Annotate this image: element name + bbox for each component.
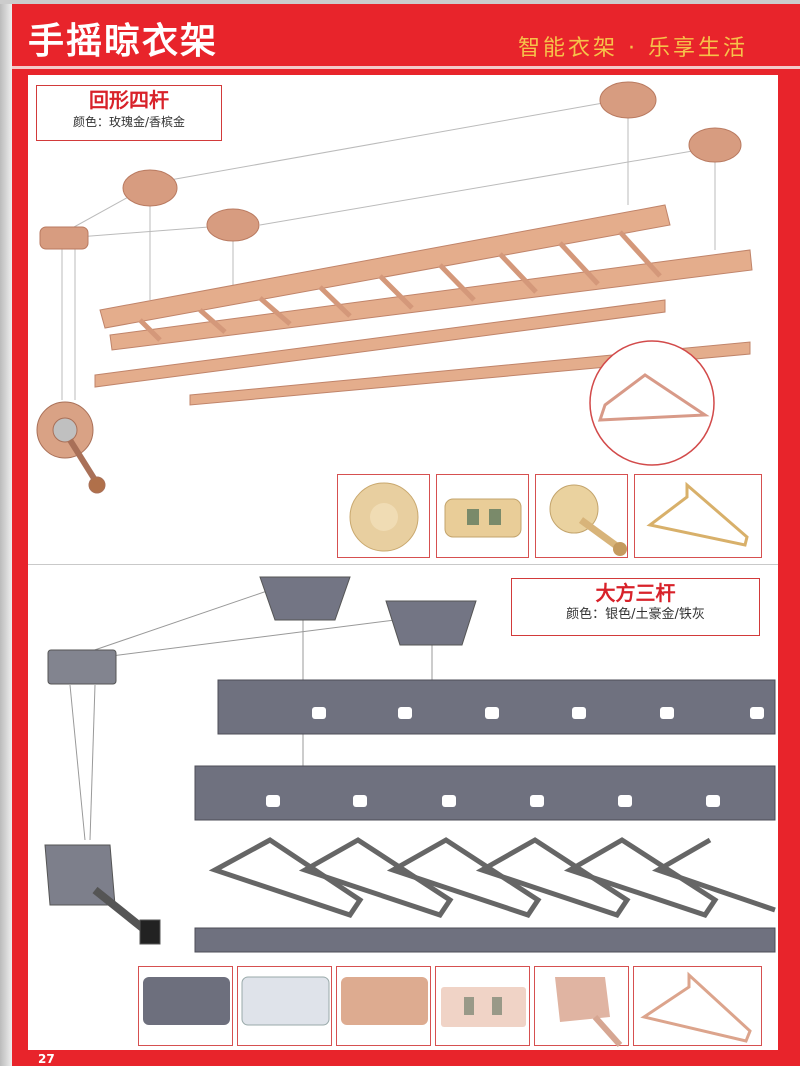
page-title: 手摇晾衣架 [28,21,219,62]
hanger-detail-icon [597,373,710,422]
rack-slats-rose [138,230,662,342]
thumb-hanger-gold [634,474,762,558]
section-divider [28,564,778,565]
rack-slots-gray [266,707,764,807]
product-colors: 颜色：玫瑰金/香槟金 [72,115,186,129]
thumb-hanger-rose [633,966,762,1046]
thumb-wall-pulley [436,474,529,558]
hangers-gray [208,837,776,918]
page-top-edge [0,0,800,4]
hand-crank-gray [44,844,161,945]
hanger-detail-circle [589,340,715,466]
hand-crank-rose [36,401,106,494]
thumb-ceiling-disc [337,474,430,558]
ceiling-plates-gray [47,576,477,685]
product-name: 大方三杆 [595,581,676,605]
product-colors: 颜色：银色/土豪金/铁灰 [566,607,705,622]
header-band [12,4,800,68]
page-number: 27 [38,1052,55,1066]
rack-bars-gray [194,679,776,953]
product-name: 回形四杆 [89,88,169,112]
thumb-wall-pulley-rose [435,966,530,1046]
content-panel [28,75,778,1050]
product-label-dafang: 大方三杆 颜色：银色/土豪金/铁灰 [511,578,760,636]
page-edge [0,0,12,1066]
header-rule [12,66,800,69]
thumb-bar-rose-gold [336,966,431,1046]
thumb-crank-rose [534,966,629,1047]
slogan: 智能衣架 · 乐享生活 [518,36,748,61]
thumb-bar-iron-gray [138,966,233,1046]
ceiling-discs-rose [39,81,742,250]
product-label-huixing: 回形四杆 颜色：玫瑰金/香槟金 [36,85,222,141]
thumb-hand-crank [535,474,628,558]
rose-gold-rack-illustration [61,99,716,400]
thumb-bar-silver [237,966,332,1046]
